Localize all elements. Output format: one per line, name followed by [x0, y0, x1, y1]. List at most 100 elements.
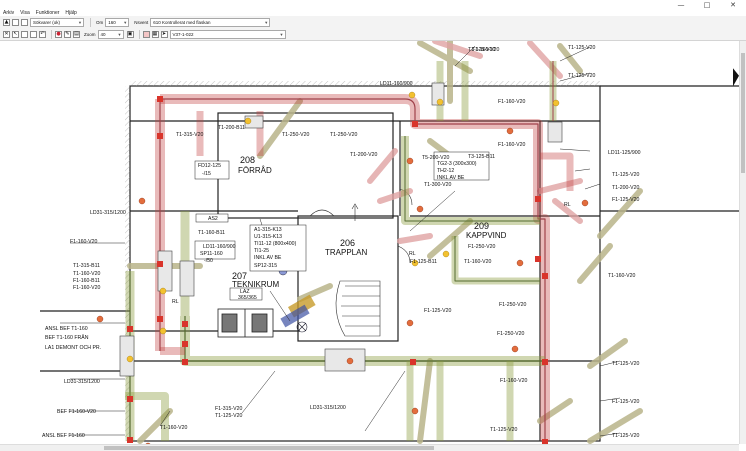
label-f1-125-v20: F1-125-V20 [612, 197, 640, 203]
label-ansl-bef-f1-160: ANSL BEF F1-160 [42, 433, 85, 439]
drawing-canvas[interactable]: T1-125-V20 T1-125-V20 T1-160-V20 T1-125-… [0, 41, 739, 444]
label-fd12-125: FD12-125 [198, 163, 221, 169]
room-209-number: 209 [474, 221, 489, 231]
air-handling-unit [217, 308, 274, 338]
label-t1-315-v20: T1-315-V20 [176, 132, 204, 138]
label-ti1-12: TI11-12 (800x400) [254, 241, 297, 247]
label-sp12-315: SP12-315 [254, 263, 277, 269]
label-t1-160-v20-c: T1-160-V20 [464, 259, 492, 265]
separator [138, 29, 140, 39]
label-sp11-50: -/50 [204, 258, 213, 264]
horizontal-scrollbar[interactable] [0, 444, 739, 451]
room-208-number: 208 [240, 155, 255, 165]
vertical-scroll-thumb[interactable] [741, 53, 745, 173]
room-206-name: TRAPPLAN [325, 248, 367, 257]
pointer-icon[interactable]: ↖ [12, 30, 19, 38]
label-f1-125-v20-c: F1-125-V20 [612, 399, 640, 405]
wall-hatch [130, 81, 600, 86]
maximize-button[interactable]: □ [703, 0, 711, 9]
menu-bar: Arkiv Visa Funktioner Hjälp [0, 9, 746, 16]
label-f1-160-v20-b: F1-160-V20 [498, 142, 526, 148]
label-t1-160-b11: T1-160-B11 [198, 230, 225, 236]
label-t1-250-v20: T1-250-V20 [282, 132, 310, 138]
menu-hjalp[interactable]: Hjälp [65, 9, 77, 16]
room-207-number: 207 [232, 271, 247, 281]
door-arcs [309, 188, 413, 264]
label-ld31-315-1200: LD31-315/1200 [90, 210, 126, 216]
label-t1-160-v20-e: T1-160-V20 [160, 425, 188, 431]
toolbar-secondary: ✕ ↖ ↶ ● ✎ ▤ Zoom 40▼ ▣ ▦ ➤ V37-1-022▼ [0, 28, 746, 41]
removed-ducts [367, 41, 583, 244]
menu-funktioner[interactable]: Funktioner [35, 9, 60, 16]
label-t1-200-v20: T1-200-V20 [350, 152, 378, 158]
label-laz-size: 365/365 [238, 295, 257, 301]
grid-icon[interactable]: ▦ [151, 30, 159, 38]
leader-lines [60, 45, 621, 437]
zoom-label: Zoom [84, 31, 96, 37]
label-t1-200-v20-b: T1-200-V20 [612, 185, 640, 191]
cross-icon[interactable]: ✕ [3, 30, 10, 38]
label-bef-f1-160-v20: BEF F1-160-V20 [57, 409, 96, 415]
label-ld31-315-1200-c: LD31-315/1200 [310, 405, 346, 411]
arrow-icon[interactable]: ➤ [160, 30, 168, 38]
horizontal-scroll-thumb[interactable] [104, 446, 434, 450]
nsvent-label: Nsvent [134, 19, 149, 25]
label-f1-125-b11: F1-125-B11 [410, 259, 437, 265]
fit-icon[interactable]: ▣ [126, 30, 134, 38]
label-ld11-160-900-b: LD11-160/900 [203, 244, 236, 250]
window-icon[interactable] [30, 30, 37, 38]
label-ld11-125-900: LD11-125/900 [608, 150, 641, 156]
menu-arkiv[interactable]: Arkiv [3, 9, 15, 16]
damper-markers [96, 127, 589, 444]
label-boxes [194, 151, 490, 301]
close-button[interactable]: ✕ [730, 0, 736, 9]
minimize-button[interactable]: — [677, 0, 685, 9]
staircase [335, 203, 381, 337]
vertical-scrollbar[interactable] [739, 41, 746, 444]
pen-icon[interactable]: ✎ [64, 30, 71, 38]
room-209-name: KAPPVIND [466, 231, 507, 240]
title-bar: — □ ✕ [0, 0, 746, 9]
source-combo[interactable]: Sökvarer (ok)▼ [30, 17, 84, 27]
label-t1-125-v20-g: T1-125-V20 [612, 433, 640, 439]
label-t1-125-v20-h: T1-125-V20 [490, 427, 518, 433]
page-alt-icon[interactable] [21, 18, 28, 26]
page-icon[interactable] [12, 18, 19, 26]
label-sp11-160: SP11-160 [200, 251, 223, 257]
arrow-up-icon[interactable]: ▲ [3, 18, 10, 26]
menu-visa[interactable]: Visa [20, 9, 30, 16]
label-t1-160-v20-b: T1-160-V20 [73, 271, 101, 277]
label-t1-250-v20-b: T1-250-V20 [330, 132, 358, 138]
dimension-combo[interactable]: 160▼ [105, 17, 130, 27]
label-t1-125-v20-e: T1-125-V20 [215, 413, 243, 419]
label-t1-125-v20: T1-125-V20 [568, 45, 596, 51]
zoom-combo[interactable]: 40▼ [97, 29, 124, 39]
drawing-combo[interactable]: V37-1-022▼ [169, 29, 286, 39]
plan-annotations: T1-125-V20 T1-125-V20 T1-160-V20 T1-125-… [42, 45, 641, 439]
label-inkl-av-be: INKL AV BE [437, 175, 465, 181]
label-laz: LAZ [240, 289, 250, 295]
print-icon[interactable]: ▤ [73, 30, 80, 38]
fan-marker [296, 321, 308, 333]
label-ansl-bef-t1-160: ANSL BEF T1-160 [45, 326, 88, 332]
om-label: Om [96, 19, 104, 25]
status-combo[interactable]: 610 Kontrollerat med flaskan▼ [150, 17, 271, 27]
rectangle-icon[interactable] [21, 30, 28, 38]
red-marker-icon[interactable]: ● [55, 30, 62, 38]
label-t1-125-v20: T1-125-V20 [468, 47, 496, 53]
label-a1-315-k13: A1-315-K13 [254, 227, 282, 233]
label-inkl-av-be-b: INKL AV BE [254, 255, 282, 261]
color-swatch-icon[interactable] [142, 30, 150, 38]
label-f1-315-v20: F1-315-V20 [215, 406, 243, 412]
duct-connectors [127, 96, 548, 444]
floor-plan: T1-125-V20 T1-125-V20 T1-160-V20 T1-125-… [40, 41, 739, 444]
label-bef-t1-160-fran: BEF T1-160 FRÅN [45, 334, 89, 341]
label-t1-300-v20: T1-300-V20 [424, 182, 452, 188]
label-t5-200-v20: T5-200-V20 [422, 155, 450, 161]
wall-hatch [125, 86, 130, 441]
label-f1-160-v20-c: F1-160-V20 [70, 239, 98, 245]
label-f1-160-v20-d: F1-160-V20 [73, 285, 101, 291]
undo-icon[interactable]: ↶ [39, 30, 46, 38]
label-f1-250-v20-c: F1-250-V20 [497, 331, 525, 337]
label-t1-125-v20-d: T1-125-V20 [612, 172, 640, 178]
